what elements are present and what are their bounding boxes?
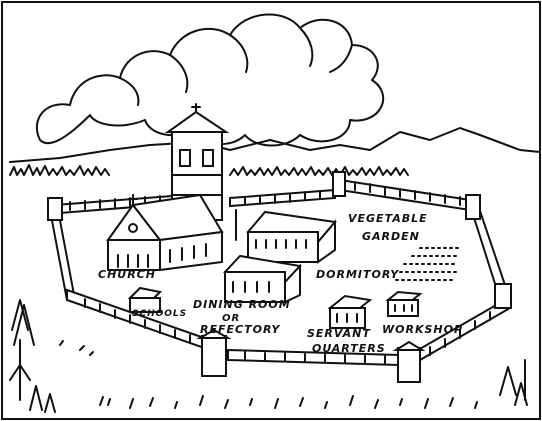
mountains [9, 127, 541, 163]
label-or: OR [222, 313, 240, 324]
church-building [106, 193, 224, 272]
dormitory-building [235, 209, 337, 264]
label-dormitory: DORMITORY [316, 268, 399, 281]
enclosure-wall [47, 171, 512, 383]
foreground-trees [9, 299, 528, 413]
label-schools: SCHOOLS [132, 309, 187, 319]
cloud [35, 13, 385, 147]
label-workshop: WORKSHOP [382, 323, 463, 336]
workshop-building [385, 290, 423, 317]
refectory-building [222, 254, 303, 304]
foreground-grass [59, 340, 478, 409]
label-vegetable: VEGETABLE [348, 212, 428, 225]
schools-building [127, 286, 163, 313]
label-servant: SERVANT [307, 327, 371, 340]
distant-treeline [9, 164, 409, 176]
label-quarters: QUARTERS [312, 342, 386, 355]
servant-quarters-building [327, 294, 373, 329]
label-church: CHURCH [98, 268, 156, 281]
garden-rows [395, 247, 461, 281]
label-refectory: REFECTORY [200, 323, 280, 336]
label-dining-room: DINING ROOM [193, 298, 291, 311]
label-garden: GARDEN [362, 230, 420, 243]
